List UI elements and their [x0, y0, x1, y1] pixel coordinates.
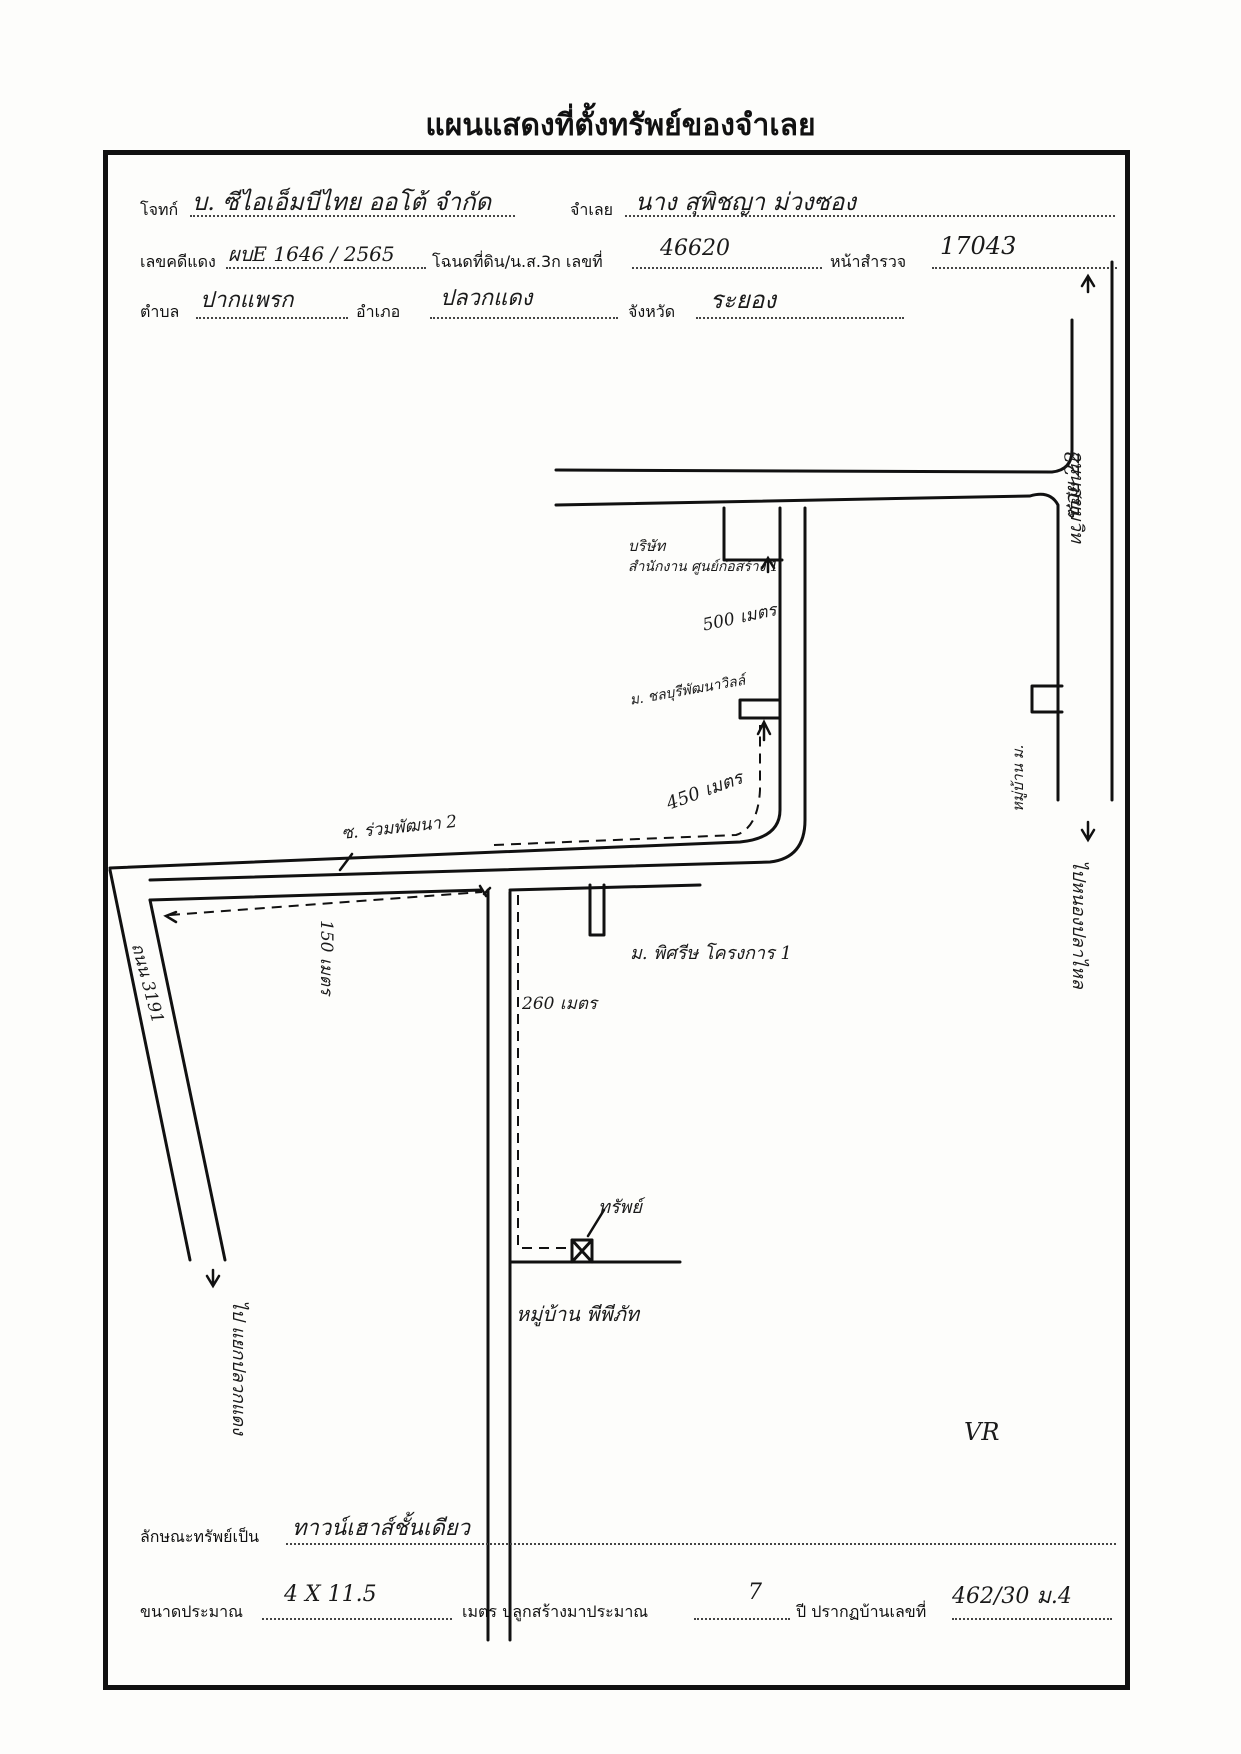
distance-260m-label: 260 เมตร	[522, 994, 598, 1014]
arrow-down-icon	[1080, 820, 1096, 843]
province-label: จังหวัด	[628, 302, 676, 321]
plaintiff-dotline	[190, 215, 515, 217]
subdistrict-label: ตำบล	[140, 302, 180, 321]
house-no-label: ปี ปรากฏบ้านเลขที่	[796, 1602, 927, 1621]
route-150m	[169, 891, 483, 916]
district-label: อำเภอ	[356, 302, 401, 321]
district-value: ปลวกแดง	[440, 286, 533, 311]
defendant-value: นาง สุพิชญา ม่วงซอง	[635, 188, 856, 216]
years-value: 7	[748, 1580, 762, 1605]
page-title: แผนแสดงที่ตั้งทรัพย์ของจำเลย	[425, 108, 816, 143]
property-type-value: ทาวน์เฮาส์ชั้นเดียว	[292, 1516, 470, 1541]
distance-150m-label: 150 เมตร	[316, 920, 336, 996]
deed-label: โฉนดที่ดิน/น.ส.3ก เลขที่	[432, 252, 603, 271]
defendant-label: จำเลย	[570, 200, 614, 219]
deed-dotline	[632, 267, 822, 269]
arrow-left-icon	[163, 910, 178, 924]
province-dotline	[696, 317, 904, 319]
property-marker	[570, 1238, 594, 1264]
road-main-lower-left	[148, 888, 484, 902]
survey-dotline	[932, 267, 1117, 269]
building-2	[738, 698, 782, 720]
property-type-label: ลักษณะทรัพย์เป็น	[140, 1527, 260, 1546]
road-left-outer	[108, 868, 192, 1262]
soi-pointer	[338, 852, 354, 872]
route-450m	[493, 725, 761, 846]
road-top-edge	[554, 318, 1074, 474]
deed-value: 46620	[660, 236, 730, 261]
plaintiff-value: บ. ซีไอเอ็มบีไทย ออโต้ จำกัด	[192, 188, 492, 216]
red-case-label: เลขคดีแดง	[140, 252, 216, 271]
province-value: ระยอง	[710, 286, 776, 314]
road-left-inner	[148, 898, 227, 1262]
size-label: ขนาดประมาณ	[140, 1602, 243, 1621]
size-value: 4 X 11.5	[284, 1582, 377, 1607]
house-no-dotline	[952, 1618, 1112, 1620]
road-top-lower-edge	[554, 492, 1060, 802]
arrow-junction-icon	[478, 884, 492, 898]
house-no-value: 462/30 ม.4	[952, 1584, 1072, 1609]
arrow-up-icon	[1080, 273, 1096, 294]
road-right-bottom-label: ไปหนองปลาไหล	[1068, 860, 1089, 989]
village-right-label: หมู่บ้าน ม.	[1009, 744, 1027, 812]
initials: VR	[964, 1418, 1000, 1446]
survey-value: 17043	[940, 232, 1017, 260]
route-260m	[517, 895, 570, 1249]
building-3	[588, 883, 606, 937]
road-middle-right-edge	[148, 506, 807, 882]
property-pointer	[586, 1208, 606, 1238]
map-frame	[103, 150, 1130, 1690]
arrow-left-road-icon	[205, 1268, 221, 1289]
arrow-450m-icon	[756, 719, 772, 742]
defendant-dotline	[625, 215, 1115, 217]
subdistrict-dotline	[196, 317, 348, 319]
subdistrict-value: ปากแพรก	[200, 288, 294, 313]
size-dotline	[262, 1618, 452, 1620]
meter-label: เมตร ปลูกสร้างมาประมาณ	[462, 1602, 649, 1621]
landmark-3-label: ม. พิศรีษ โครงการ 1	[630, 943, 792, 964]
years-dotline	[694, 1618, 790, 1620]
building-1	[722, 506, 784, 562]
survey-label: หน้าสำรวจ	[830, 252, 907, 271]
village-bottom-label: หมู่บ้าน พีพีภัท	[516, 1302, 640, 1326]
property-type-dotline	[286, 1543, 1116, 1545]
red-case-dotline	[226, 267, 426, 269]
road-middle-inner-edge	[108, 506, 782, 870]
property-label: ทรัพย์	[598, 1197, 642, 1218]
company-label: บริษัท	[628, 537, 666, 555]
plaintiff-label: โจทก์	[140, 200, 179, 219]
arrow-500m-icon	[760, 555, 776, 574]
landmark-1-label: สำนักงาน ศูนย์ก่อสร้าง 1	[628, 559, 779, 575]
left-arrow-text: ไป แยกปลวกแดง	[228, 1300, 249, 1435]
building-4	[1030, 684, 1064, 714]
red-case-value: ผบE 1646 / 2565	[228, 242, 395, 266]
road-right-top-label: ถนนสุขุมวิท	[1066, 450, 1087, 543]
district-dotline	[430, 317, 618, 319]
